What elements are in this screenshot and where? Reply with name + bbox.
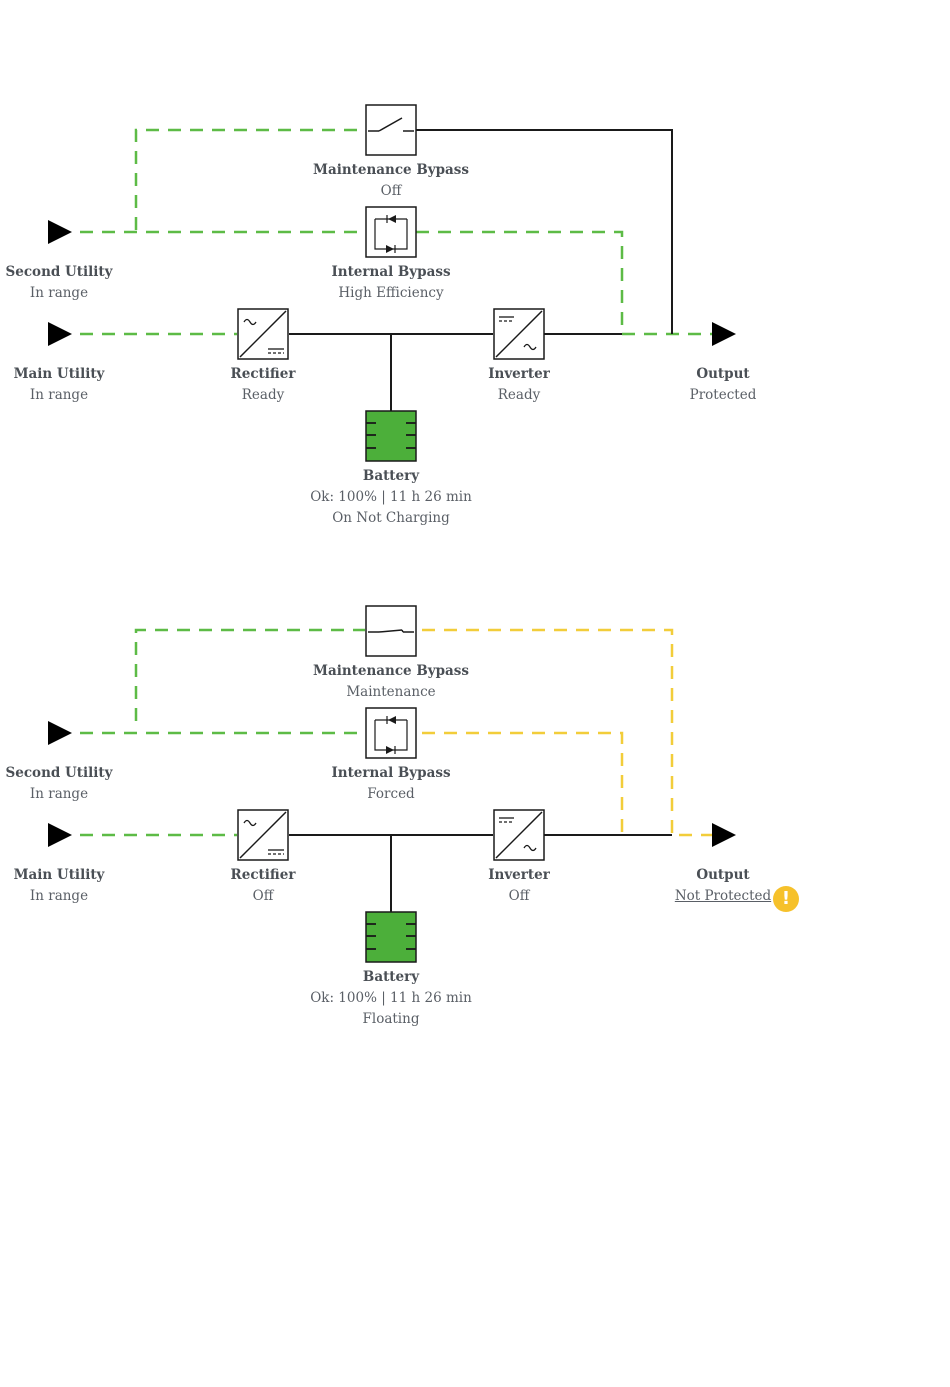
main-utility-title: Main Utility [13,366,105,382]
battery-label: Battery Ok: 100% | 11 h 26 min On Not Ch… [301,466,481,529]
battery-icon [365,410,417,462]
maintenance-bypass-switch-icon [365,104,417,156]
output-label: Output Protected [633,364,813,406]
rectifier-icon [237,809,289,861]
second-utility-title: Second Utility [5,765,113,781]
inverter-label: Inverter Ready [429,364,609,406]
main-utility-label: Main Utility In range [0,364,149,406]
inverter-status: Ready [497,387,541,403]
internal-bypass-label: Internal Bypass High Efficiency [301,262,481,304]
output-status: Protected [689,387,757,403]
inverter-icon [493,809,545,861]
rectifier-title: Rectifier [230,366,296,382]
output-title: Output [696,366,750,382]
inverter-status: Off [508,888,530,904]
second-utility-label: Second Utility In range [0,763,149,805]
second-utility-arrow-icon [48,220,72,244]
output-status-link[interactable]: Not Protected [674,888,772,904]
internal-bypass-label: Internal Bypass Forced [301,763,481,805]
ups-diagram-2: Second Utility In range Main Utility In … [0,601,950,1061]
battery-charge-status: Floating [362,1011,420,1027]
battery-charge-status: On Not Charging [332,510,450,526]
internal-bypass-title: Internal Bypass [331,264,451,280]
wiring-1 [48,104,736,462]
maintenance-bypass-label: Maintenance Bypass Off [301,160,481,202]
maintenance-bypass-title: Maintenance Bypass [313,162,469,178]
rectifier-label: Rectifier Ready [173,364,353,406]
maintenance-bypass-status: Off [380,183,402,199]
rectifier-status: Off [252,888,274,904]
rectifier-icon [237,308,289,360]
main-utility-status: In range [29,888,89,904]
battery-title: Battery [362,468,420,484]
output-label: Output Not Protected [633,865,813,907]
maintenance-bypass-status: Maintenance [346,684,436,700]
wiring-2 [48,605,736,963]
maintenance-bypass-switch-icon [365,605,417,657]
battery-status: Ok: 100% | 11 h 26 min [310,990,472,1006]
output-arrow-icon [712,322,736,346]
second-utility-title: Second Utility [5,264,113,280]
inverter-icon [493,308,545,360]
main-utility-label: Main Utility In range [0,865,149,907]
main-utility-status: In range [29,387,89,403]
rectifier-title: Rectifier [230,867,296,883]
second-utility-arrow-icon [48,721,72,745]
ups-diagram-1: Second Utility In range Main Utility In … [0,100,950,560]
battery-status: Ok: 100% | 11 h 26 min [310,489,472,505]
inverter-title: Inverter [488,867,550,883]
main-utility-arrow-icon [48,823,72,847]
second-utility-label: Second Utility In range [0,262,149,304]
second-utility-status: In range [29,285,89,301]
inverter-title: Inverter [488,366,550,382]
output-title: Output [696,867,750,883]
rectifier-label: Rectifier Off [173,865,353,907]
internal-bypass-scr-icon [365,707,417,759]
battery-title: Battery [362,969,420,985]
maintenance-bypass-label: Maintenance Bypass Maintenance [301,661,481,703]
maintenance-bypass-title: Maintenance Bypass [313,663,469,679]
main-utility-arrow-icon [48,322,72,346]
internal-bypass-status: High Efficiency [338,285,444,301]
output-arrow-icon [712,823,736,847]
battery-label: Battery Ok: 100% | 11 h 26 min Floating [301,967,481,1030]
internal-bypass-status: Forced [367,786,415,802]
battery-icon [365,911,417,963]
main-utility-title: Main Utility [13,867,105,883]
rectifier-status: Ready [241,387,285,403]
exclamation-icon[interactable]: ! [773,886,799,912]
internal-bypass-title: Internal Bypass [331,765,451,781]
inverter-label: Inverter Off [429,865,609,907]
second-utility-status: In range [29,786,89,802]
internal-bypass-scr-icon [365,206,417,258]
